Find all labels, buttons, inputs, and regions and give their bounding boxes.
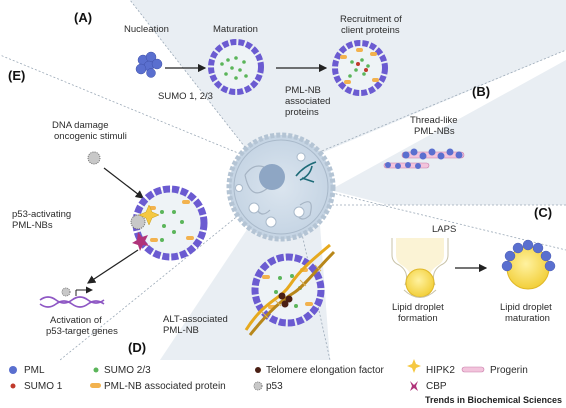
formation-label-line2: formation [398, 313, 438, 324]
legend: PML SUMO 1 SUMO 2/3 PML-NB associated pr… [9, 359, 528, 392]
legend-sumo1: SUMO 1 [24, 381, 63, 392]
legend-telomere-swatch [255, 367, 261, 373]
stimuli-p53-glyph [87, 151, 101, 165]
legend-cbp: CBP [426, 381, 447, 392]
dna-target-genes-glyph [39, 286, 105, 308]
sumo-label: SUMO 1, 2/3 [158, 91, 213, 102]
legend-sumo23: SUMO 2/3 [104, 365, 151, 376]
recruited-body [332, 40, 388, 96]
dna-damage-label-line1: DNA damage [52, 120, 109, 131]
p53-activating-label-line2: PML-NBs [12, 220, 53, 231]
maturation-label-line2: maturation [505, 313, 550, 324]
lipid-droplet-maturation [501, 239, 556, 290]
legend-pml: PML [24, 365, 45, 376]
formation-label-line1: Lipid droplet [392, 302, 444, 313]
panel-a-background [0, 0, 566, 160]
legend-assoc-protein-swatch [90, 383, 101, 388]
lipid-droplet-formation [391, 238, 449, 298]
activation-label-line1: Activation of [50, 315, 102, 326]
p53-activating-label-line1: p53-activating [12, 209, 71, 220]
nucleation-cluster [135, 51, 163, 78]
activation-label-line2: p53-target genes [46, 326, 118, 337]
maturation-label-line1: Lipid droplet [500, 302, 552, 313]
legend-p53-swatch [253, 381, 263, 391]
recruitment-label-line2: client proteins [341, 25, 400, 36]
legend-assoc-protein: PML-NB associated protein [104, 381, 226, 392]
section-c-label: (C) [534, 205, 552, 220]
legend-hipk2-swatch [407, 359, 421, 373]
central-nucleus [226, 132, 336, 242]
thread-like-label-line1: Thread-like [410, 115, 458, 126]
section-a-label: (A) [74, 10, 92, 25]
alt-label-line2: PML-NB [163, 325, 199, 336]
alt-label-line1: ALT-associated [163, 314, 228, 325]
associated-label-line3: proteins [285, 107, 319, 118]
legend-progerin-swatch [461, 366, 485, 373]
legend-progerin: Progerin [490, 365, 528, 376]
dna-damage-label-line2: oncogenic stimuli [54, 131, 127, 142]
legend-p53: p53 [266, 381, 283, 392]
panel-e-background [0, 55, 255, 355]
section-b-label: (B) [472, 84, 490, 99]
maturation-body [208, 39, 264, 95]
laps-label: LAPS [432, 224, 456, 235]
section-d-label: (D) [128, 340, 146, 355]
section-e-label: (E) [8, 68, 25, 83]
journal-credit: Trends in Biochemical Sciences [425, 395, 562, 405]
legend-cbp-swatch [410, 381, 418, 391]
arrow-nb-to-activation [86, 249, 139, 284]
nucleation-label: Nucleation [124, 24, 169, 35]
associated-label-line2: associated [285, 96, 330, 107]
legend-telomere: Telomere elongation factor [266, 365, 385, 376]
legend-sumo23-swatch [93, 367, 99, 373]
maturation-label: Maturation [213, 24, 258, 35]
thread-like-bodies [383, 148, 465, 169]
p53-activating-nb [130, 185, 208, 261]
legend-sumo1-swatch [10, 383, 16, 389]
associated-label-line1: PML-NB [285, 85, 321, 96]
legend-hipk2: HIPK2 [426, 365, 455, 376]
panel-c-background [330, 205, 566, 350]
recruitment-label-line1: Recruitment of [340, 14, 402, 25]
alt-pml-nb [244, 243, 336, 336]
legend-pml-swatch [9, 366, 17, 374]
arrow-stimuli-to-nb [103, 167, 144, 199]
thread-like-label-line2: PML-NBs [414, 126, 455, 137]
